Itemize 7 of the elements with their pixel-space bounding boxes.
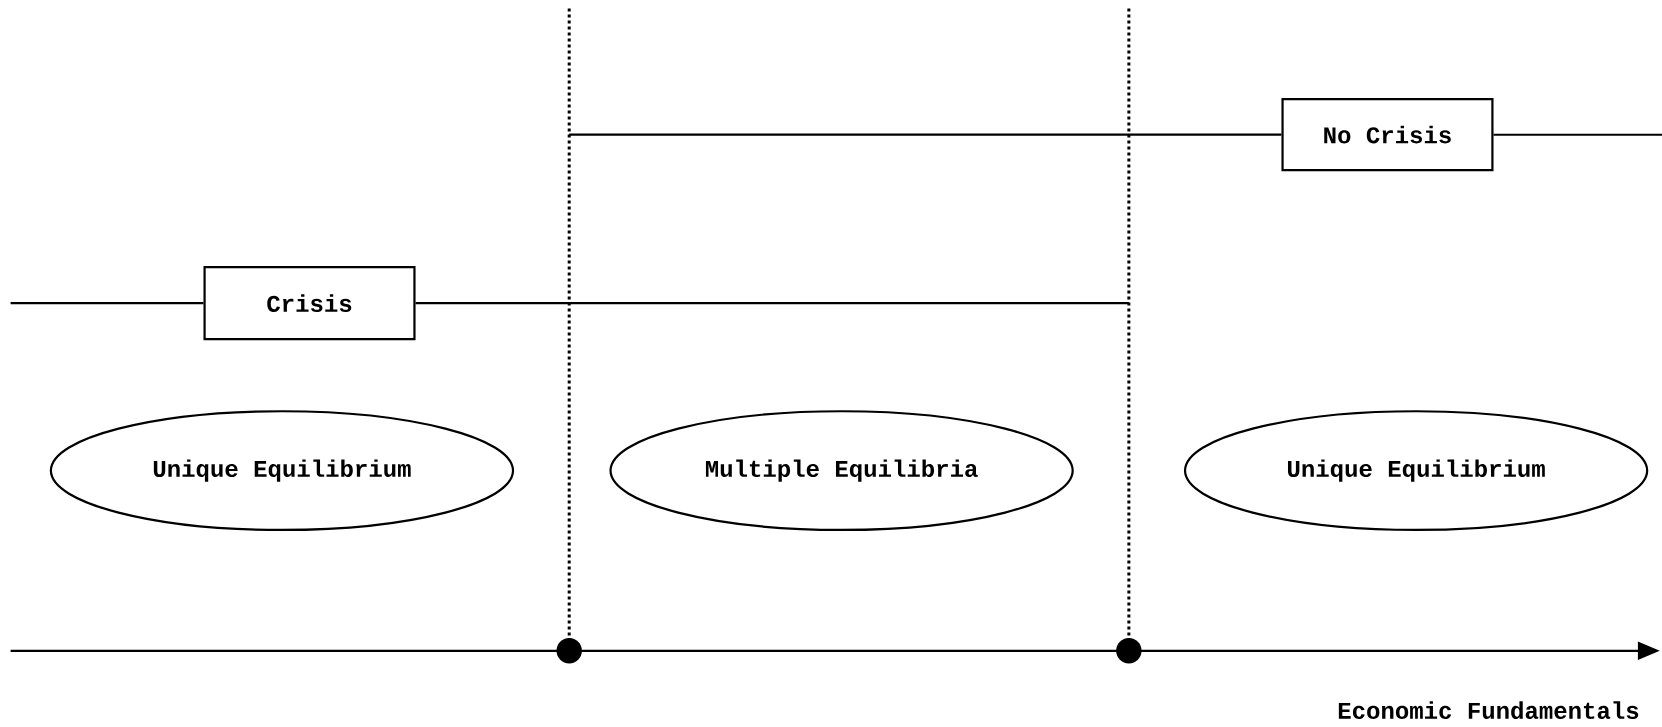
line (10, 302, 204, 305)
axis-label: Economic Fundamentals (1338, 701, 1639, 719)
line (569, 133, 1282, 136)
line (415, 302, 1129, 305)
label-box: Crisis (203, 265, 416, 341)
line (1493, 133, 1662, 136)
label-box: No Crisis (1281, 97, 1494, 172)
